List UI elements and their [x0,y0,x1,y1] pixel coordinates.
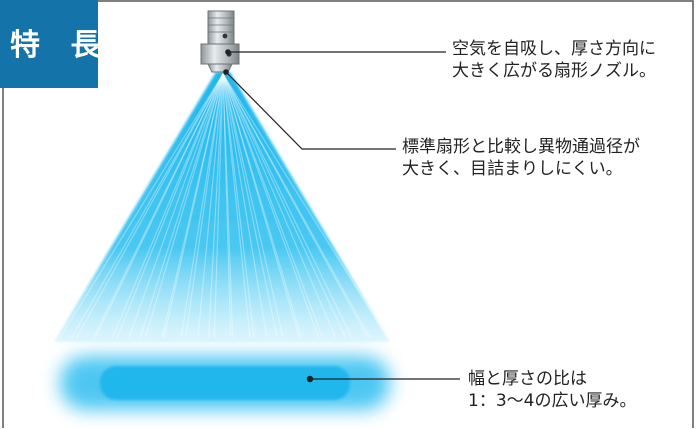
spray-streak [222,73,324,339]
spray-streak [222,73,303,339]
spray-footprint [60,356,390,410]
callout-line: 大きく広がる扇形ノズル。 [452,61,656,81]
callout-self-priming: 空気を自吸し、厚さ方向に 大きく広がる扇形ノズル。 [452,38,656,82]
spray-streak [111,73,224,339]
spray-streak [163,73,224,339]
leader-line-2 [225,71,396,150]
spray-streak [213,73,224,339]
spray-streak [222,73,389,339]
spray-streak [59,73,224,339]
callout-line: 幅と厚さの比は [468,369,587,389]
feature-badge-label: 特 長 [10,28,111,63]
spray-streak [222,73,337,339]
spray-streak [144,73,224,339]
spray-streak [222,73,320,339]
spray-streak [180,73,224,339]
spray-streak [222,73,251,339]
callout-line: 大きく、目詰まりしにくい。 [402,159,623,179]
spray-streak [222,73,268,339]
frame-border [98,0,694,428]
spray-streak [139,73,224,339]
spray-streak [222,73,371,339]
spray-streak [222,73,300,339]
spray-streak [116,73,224,339]
spray-streak [161,73,224,339]
spray-streak [128,73,224,339]
spray-streak [222,73,369,339]
spray-streak [222,73,234,339]
spray-streak [222,73,347,339]
callout-line: 標準扇形と比較し異物通過径が [402,137,640,157]
spray-streak [92,73,224,339]
spray-streak [222,73,278,339]
spray-streak [222,73,255,339]
spray-streak [75,73,224,339]
spray-streak [185,73,224,339]
spray-streak [197,73,224,339]
callout-line: 空気を自吸し、厚さ方向に [452,39,656,59]
spray-streak [222,73,353,339]
callout-line: 1：3〜4の広い厚み。 [468,391,637,411]
spray-streak [222,73,284,339]
spray-nozzle-icon [200,10,240,73]
spray-streak [94,73,224,339]
spray-streak [222,73,232,339]
feature-badge [0,0,98,88]
spray-streak [70,73,224,339]
callout-thickness-ratio: 幅と厚さの比は 1：3〜4の広い厚み。 [468,368,636,412]
spray-cone [54,72,390,342]
leader-lines [223,49,460,383]
spray-streak [208,73,224,339]
callout-clog-resistance: 標準扇形と比較し異物通過径が 大きく、目詰まりしにくい。 [402,136,640,180]
